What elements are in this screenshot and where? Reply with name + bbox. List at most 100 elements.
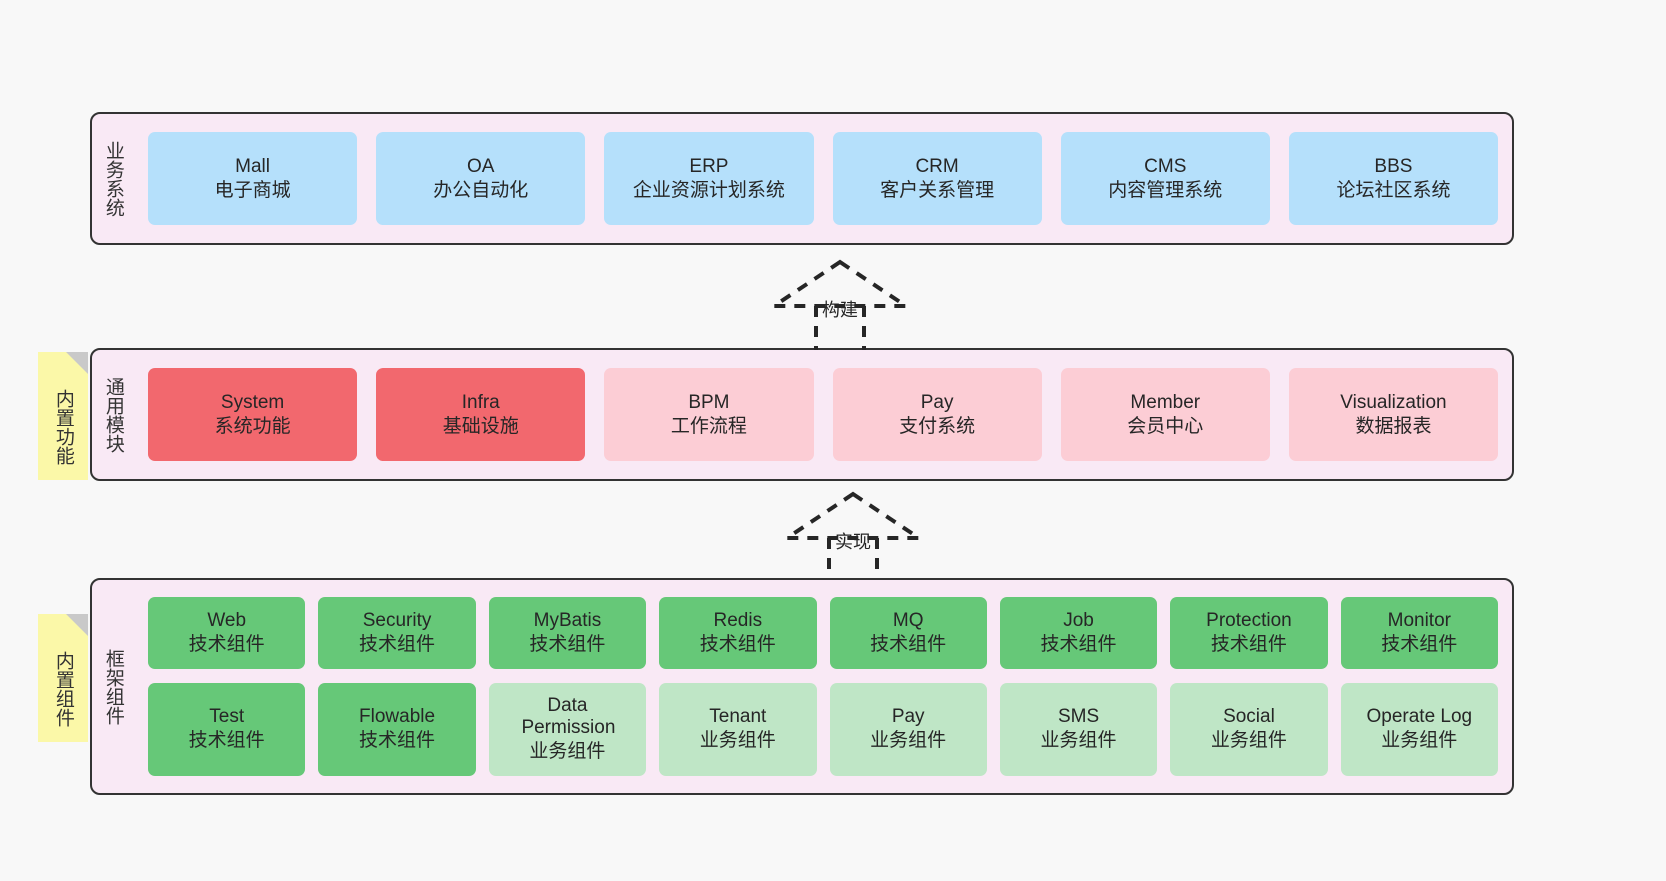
- card-title-cn: 技术组件: [529, 633, 606, 655]
- card-title-cn: 技术组件: [188, 730, 265, 752]
- card-title-en: Mall: [235, 155, 270, 177]
- layer-title-framework-component: 框架组件: [102, 648, 124, 725]
- card-title-en: MQ: [892, 609, 924, 631]
- card-title-en: Infra: [461, 391, 500, 413]
- card-title-cn: 企业资源计划系统: [632, 179, 785, 201]
- card-title-en: SMS: [1057, 706, 1100, 728]
- card-title-en: Visualization: [1340, 391, 1447, 413]
- card-tenant[interactable]: Tenant 业务组件: [659, 682, 817, 776]
- card-title-en: System: [220, 391, 285, 413]
- card-title-cn: 技术组件: [359, 633, 436, 655]
- layer-business-system: 业务系统 Mall 电子商城 OA 办公自动化 ERP 企业资源计划系统 CRM…: [90, 112, 1514, 245]
- card-title-cn: 业务组件: [870, 730, 947, 752]
- connector-label: 构建: [822, 300, 858, 320]
- card-title-en: Operate Log: [1366, 706, 1473, 728]
- card-oa[interactable]: OA 办公自动化: [376, 132, 586, 225]
- card-title-cn: 系统功能: [214, 415, 291, 437]
- card-pay-business[interactable]: Pay 业务组件: [829, 682, 987, 776]
- card-title-en: CMS: [1144, 155, 1187, 177]
- card-title-en: OA: [467, 155, 495, 177]
- card-title-cn: 电子商城: [214, 179, 291, 201]
- card-title-cn: 技术组件: [1381, 633, 1458, 655]
- card-title-cn: 业务组件: [1040, 730, 1117, 752]
- card-title-en: Pay: [920, 391, 954, 413]
- card-crm[interactable]: CRM 客户关系管理: [832, 132, 1042, 225]
- card-title-cn: 论坛社区系统: [1336, 179, 1451, 201]
- card-redis[interactable]: Redis 技术组件: [659, 597, 817, 669]
- card-title-en: Web: [207, 609, 247, 631]
- card-member[interactable]: Member 会员中心: [1060, 368, 1270, 461]
- card-title-cn: 业务组件: [1381, 730, 1458, 752]
- card-infra[interactable]: Infra 基础设施: [376, 368, 586, 461]
- note-label: 内置组件: [52, 651, 74, 727]
- card-title-en: Data Permission: [521, 694, 616, 739]
- layer-title-business-system: 业务系统: [102, 140, 124, 217]
- card-flowable[interactable]: Flowable 技术组件: [318, 682, 476, 776]
- card-erp[interactable]: ERP 企业资源计划系统: [604, 132, 814, 225]
- card-mybatis[interactable]: MyBatis 技术组件: [488, 597, 647, 669]
- card-title-en: Social: [1223, 706, 1275, 728]
- note-label: 内置功能: [52, 389, 74, 465]
- arrow-head-triangle: [780, 491, 926, 540]
- card-title-en: Member: [1130, 391, 1201, 413]
- card-title-en: Protection: [1206, 609, 1292, 631]
- card-title-cn: 客户关系管理: [880, 179, 995, 201]
- card-security[interactable]: Security 技术组件: [318, 597, 476, 669]
- card-title-cn: 数据报表: [1355, 415, 1432, 437]
- card-system[interactable]: System 系统功能: [148, 368, 358, 461]
- note-fold-icon: [66, 352, 88, 374]
- arrow-head-triangle: [767, 259, 913, 308]
- card-job[interactable]: Job 技术组件: [999, 597, 1158, 669]
- card-data-permission[interactable]: Data Permission 业务组件: [488, 682, 647, 776]
- layer-title-common-module: 通用模块: [102, 376, 124, 453]
- note-fold-icon: [66, 614, 88, 636]
- card-title-cn: 技术组件: [870, 633, 947, 655]
- card-title-en: MyBatis: [533, 609, 602, 631]
- card-pay[interactable]: Pay 支付系统: [832, 368, 1042, 461]
- card-mq[interactable]: MQ 技术组件: [829, 597, 987, 669]
- card-title-cn: 业务组件: [699, 730, 776, 752]
- card-title-cn: 会员中心: [1127, 415, 1204, 437]
- card-monitor[interactable]: Monitor 技术组件: [1340, 597, 1498, 669]
- layer-body-common-module: System 系统功能 Infra 基础设施 BPM 工作流程 Pay 支付系统…: [134, 350, 1512, 479]
- card-title-en: Tenant: [709, 706, 767, 728]
- card-title-en: Test: [209, 706, 245, 728]
- card-protection[interactable]: Protection 技术组件: [1170, 597, 1328, 669]
- card-title-cn: 技术组件: [699, 633, 776, 655]
- card-title-cn: 技术组件: [1210, 633, 1287, 655]
- card-bpm[interactable]: BPM 工作流程: [604, 368, 814, 461]
- note-builtin-component: 内置组件: [38, 614, 88, 742]
- card-title-en: BPM: [688, 391, 730, 413]
- connector-label: 实现: [835, 532, 871, 552]
- card-mall[interactable]: Mall 电子商城: [148, 132, 358, 225]
- card-test[interactable]: Test 技术组件: [148, 682, 306, 776]
- connector-build: 构建: [760, 258, 920, 350]
- card-title-en: BBS: [1374, 155, 1413, 177]
- card-title-cn: 技术组件: [188, 633, 265, 655]
- card-title-en: Redis: [713, 609, 763, 631]
- card-title-cn: 工作流程: [670, 415, 747, 437]
- card-sms[interactable]: SMS 业务组件: [999, 682, 1158, 776]
- card-title-en: CRM: [915, 155, 959, 177]
- card-title-cn: 技术组件: [1040, 633, 1117, 655]
- layer-body-framework-component: Web 技术组件 Security 技术组件 MyBatis 技术组件 Redi…: [134, 580, 1512, 793]
- card-visualization[interactable]: Visualization 数据报表: [1288, 368, 1499, 461]
- card-operate-log[interactable]: Operate Log 业务组件: [1340, 682, 1498, 776]
- card-title-en: Security: [362, 609, 432, 631]
- card-title-en: ERP: [689, 155, 729, 177]
- card-title-cn: 支付系统: [899, 415, 976, 437]
- layer-common-module: 通用模块 System 系统功能 Infra 基础设施 BPM 工作流程 Pay…: [90, 348, 1514, 481]
- card-cms[interactable]: CMS 内容管理系统: [1060, 132, 1270, 225]
- layer-row: Web 技术组件 Security 技术组件 MyBatis 技术组件 Redi…: [148, 597, 1498, 669]
- note-builtin-function: 内置功能: [38, 352, 88, 480]
- card-bbs[interactable]: BBS 论坛社区系统: [1288, 132, 1499, 225]
- card-title-en: Flowable: [359, 706, 436, 728]
- card-web[interactable]: Web 技术组件: [148, 597, 306, 669]
- card-title-en: Pay: [891, 706, 925, 728]
- card-title-cn: 业务组件: [529, 741, 606, 763]
- card-title-cn: 办公自动化: [433, 179, 529, 201]
- card-social[interactable]: Social 业务组件: [1170, 682, 1328, 776]
- card-title-cn: 内容管理系统: [1108, 179, 1223, 201]
- card-title-cn: 业务组件: [1210, 730, 1287, 752]
